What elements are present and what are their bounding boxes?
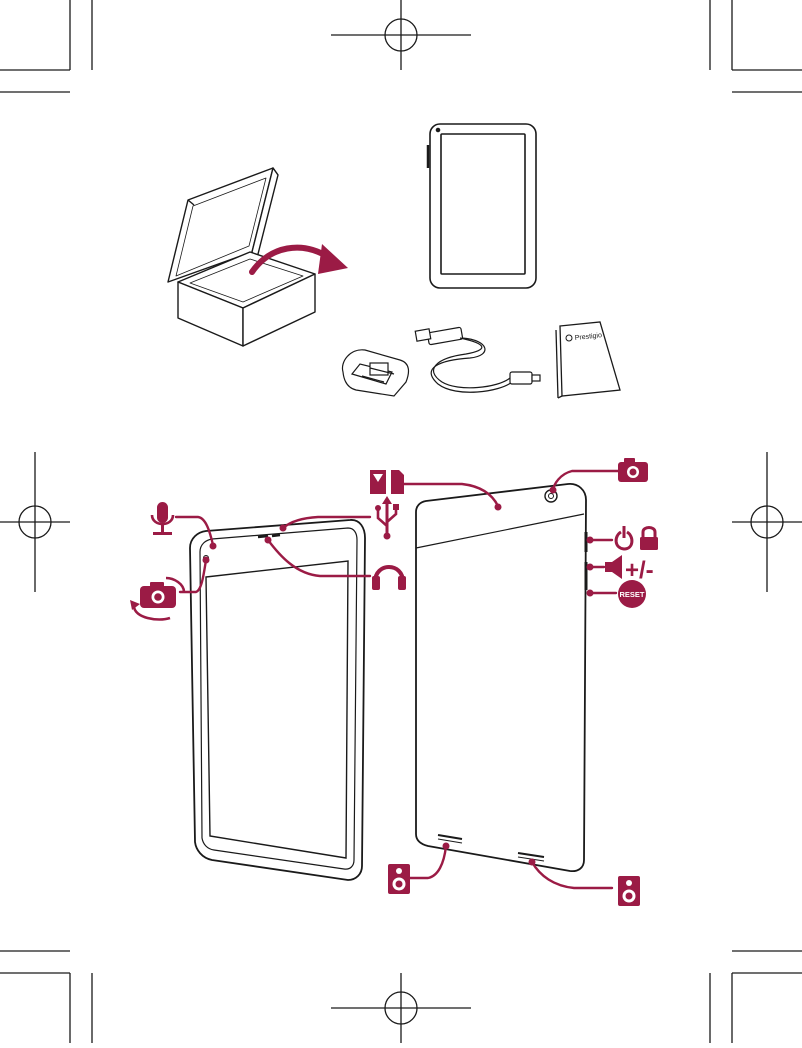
power-lock-icon [614,526,658,551]
rear-camera-icon [618,458,648,482]
rotate-camera-icon [130,576,186,621]
usb-port-icon [375,496,399,540]
tablet-front-icon [426,123,537,289]
speaker-right-icon [618,876,640,906]
arrow-icon [249,244,348,275]
tablet-front-view [189,519,366,881]
sd-sim-card-icon [370,470,404,494]
volume-label: +/- [625,557,654,584]
volume-icon: +/- [605,555,654,584]
charger-adapter-icon [341,349,410,397]
booklet-logo-text: Prestigio [574,332,602,342]
usb-cable-icon [414,326,541,393]
microphone-icon [150,502,175,535]
speaker-left-icon [388,864,410,894]
box-icon [167,167,316,347]
reset-label: RESET [619,590,644,599]
headphone-jack-icon [372,565,406,590]
tablet-back-view [415,483,588,873]
reset-button-icon: RESET [618,580,646,608]
callout-dots [202,486,594,866]
quick-guide-booklet-icon: Prestigio [555,321,621,399]
